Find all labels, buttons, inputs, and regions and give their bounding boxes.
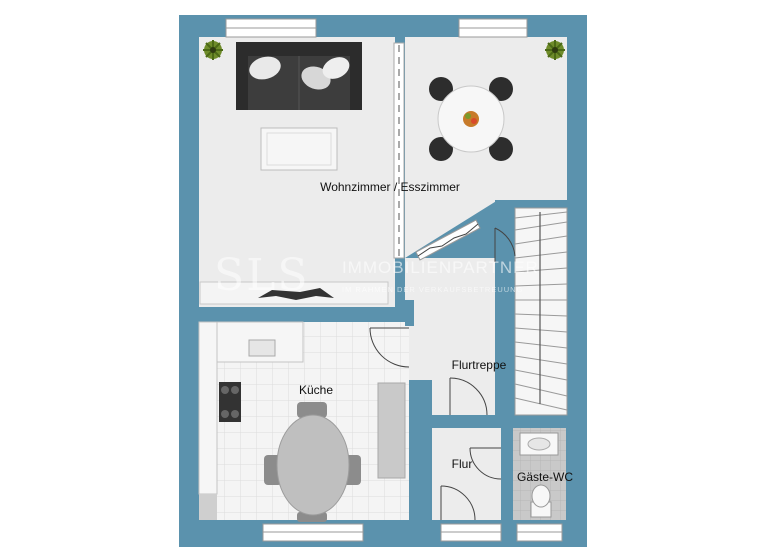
room-labels: Wohnzimmer / Esszimmer Flurtreppe Küche … <box>299 180 573 484</box>
tv-sideboard <box>199 281 389 305</box>
staircase <box>514 207 568 416</box>
label-hall: Flur <box>452 457 473 471</box>
label-stairs: Flurtreppe <box>452 358 507 372</box>
sofa <box>236 42 362 110</box>
plant-left-icon <box>203 40 223 60</box>
kitchen-sink-icon <box>248 339 276 357</box>
cushion <box>322 57 350 79</box>
interior-walls <box>199 200 567 528</box>
kitchen-island <box>377 382 406 479</box>
label-kitchen: Küche <box>299 383 333 397</box>
watermark-logo: SLS <box>214 250 310 301</box>
hall-floor <box>419 428 501 520</box>
watermark-company: IMMOBILIENPARTNER <box>342 258 539 277</box>
windows <box>225 18 563 542</box>
coffee-table <box>260 127 338 171</box>
wc-fixtures <box>519 432 559 518</box>
kitchen-table <box>264 402 361 522</box>
fruit-bowl-icon <box>463 111 479 127</box>
doors <box>369 227 516 521</box>
label-wc: Gäste-WC <box>517 470 573 484</box>
plant-right-icon <box>545 40 565 60</box>
room-divider <box>393 42 405 259</box>
stair-rail <box>415 219 481 261</box>
watermark-tagline: IM RAHMEN DER VERKAUFSBETREUUNG <box>342 285 523 294</box>
kitchen-counter <box>198 321 406 520</box>
cushion <box>249 56 281 80</box>
label-living: Wohnzimmer / Esszimmer <box>320 180 460 194</box>
dining-table <box>429 77 513 161</box>
watermark: SLS IMMOBILIENPARTNER IM RAHMEN DER VERK… <box>214 250 539 301</box>
